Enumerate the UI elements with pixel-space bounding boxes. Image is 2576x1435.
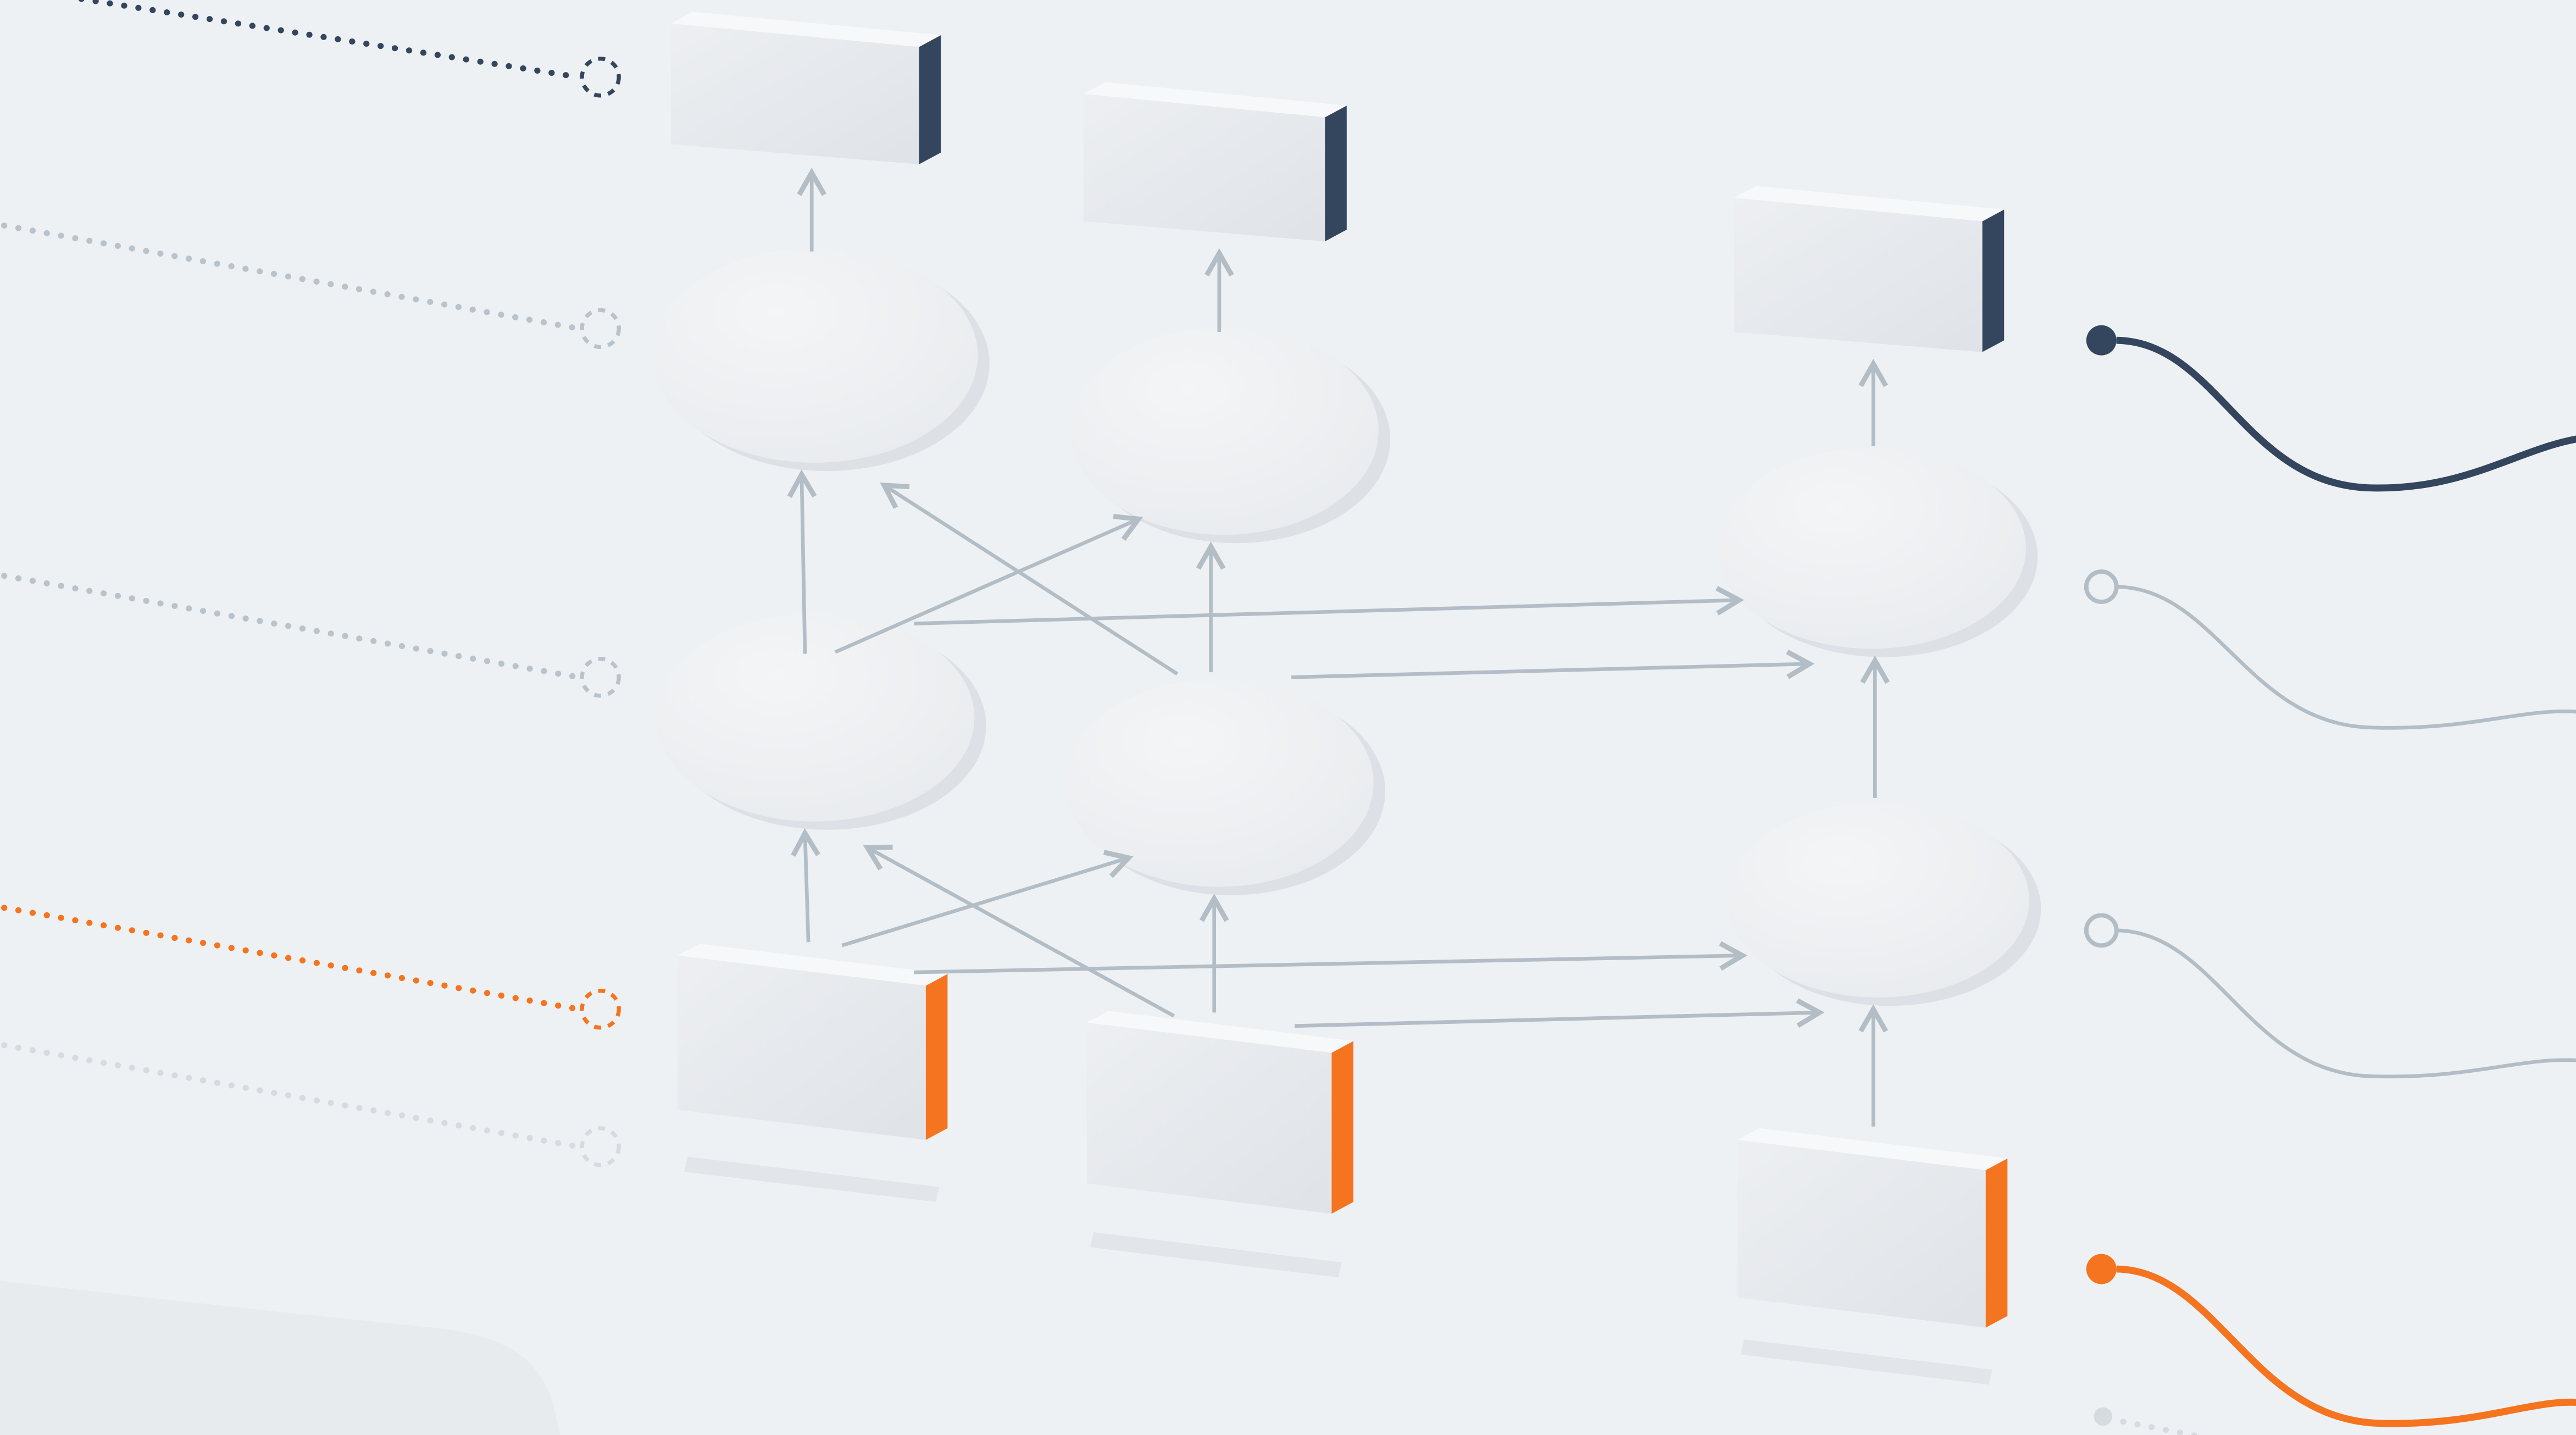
output-terminal-small-dot bbox=[2094, 1407, 2113, 1426]
connection-arrows bbox=[787, 168, 1890, 1127]
panel-underline bbox=[1090, 1232, 1342, 1278]
node-face bbox=[1070, 326, 1379, 535]
input-terminal-dashed-circle-gray-1 bbox=[580, 308, 621, 350]
output-curve-navy bbox=[2116, 336, 2576, 492]
hidden-node-upper-middle bbox=[1070, 326, 1391, 544]
output-panel-right bbox=[1734, 186, 2005, 352]
panel-front-face bbox=[1737, 1140, 1986, 1328]
input-panel-left bbox=[678, 944, 948, 1203]
panel-side-face bbox=[1982, 209, 2005, 352]
panel-side-face bbox=[1331, 1041, 1354, 1214]
node-face bbox=[656, 613, 975, 822]
panel-front-face bbox=[678, 955, 926, 1140]
hidden-node-lower-left bbox=[656, 613, 986, 830]
panel-front-face bbox=[1083, 93, 1325, 242]
panel-underline bbox=[684, 1156, 940, 1203]
arrow-lower-to-upper bbox=[787, 469, 817, 654]
arrow-panel-to-lower bbox=[863, 844, 1175, 1018]
input-dotted-line-light bbox=[0, 1041, 582, 1150]
hidden-node-lower-right bbox=[1727, 803, 2041, 1006]
panel-side-face bbox=[925, 974, 948, 1140]
input-panel-right bbox=[1737, 1128, 2008, 1385]
panel-side-face bbox=[1325, 106, 1347, 242]
panel-side-face bbox=[919, 35, 941, 164]
panel-top-face bbox=[678, 944, 948, 986]
arrow-panel-to-lower bbox=[791, 828, 820, 943]
output-terminal-ring-2 bbox=[2084, 913, 2119, 948]
panel-front-face bbox=[1734, 197, 1983, 352]
arrow-lower-to-upper bbox=[880, 483, 1179, 676]
arrow-lower-to-upper bbox=[834, 514, 1143, 654]
panel-top-face bbox=[1086, 1011, 1354, 1053]
input-terminal-dashed-circle-orange bbox=[580, 989, 621, 1030]
input-connectors bbox=[0, 0, 621, 1167]
panel-top-face bbox=[1737, 1128, 2008, 1171]
output-panel-left bbox=[670, 12, 941, 164]
input-terminal-dashed-circle-navy bbox=[580, 57, 621, 98]
node-face bbox=[1717, 447, 2026, 649]
arrow-panel-to-lower bbox=[1295, 998, 1825, 1028]
node-face bbox=[652, 248, 978, 463]
input-terminal-dashed-circle-light bbox=[580, 1126, 621, 1167]
hidden-node-upper-right bbox=[1717, 447, 2038, 657]
output-panel-middle bbox=[1083, 82, 1347, 242]
arrow-lower-to-upper bbox=[914, 586, 1745, 626]
output-terminal-orange-dot bbox=[2086, 1254, 2117, 1284]
input-dotted-line-orange bbox=[0, 904, 582, 1012]
panel-front-face bbox=[1086, 1022, 1332, 1214]
input-dotted-line-gray-1 bbox=[0, 221, 582, 332]
output-connectors bbox=[2084, 325, 2576, 1435]
background-corner-shade bbox=[0, 1281, 560, 1435]
panel-top-face bbox=[1083, 82, 1347, 118]
arrow-panel-to-lower bbox=[914, 941, 1748, 974]
hidden-node-lower-middle bbox=[1065, 679, 1386, 895]
output-curve-gray-2 bbox=[2116, 928, 2576, 1079]
output-terminal-navy-dot bbox=[2086, 325, 2117, 356]
node-face bbox=[1065, 679, 1374, 887]
input-dotted-line-gray-2 bbox=[0, 572, 582, 680]
panel-top-face bbox=[1734, 186, 2005, 221]
arrow-panel-to-lower bbox=[841, 850, 1134, 948]
panel-side-face bbox=[1985, 1158, 2008, 1328]
input-dotted-line-navy bbox=[69, 0, 582, 80]
hidden-node-upper-left bbox=[652, 248, 990, 472]
panel-underline bbox=[1741, 1339, 1992, 1385]
output-curve-orange bbox=[2116, 1265, 2576, 1427]
output-terminal-ring-1 bbox=[2084, 569, 2119, 604]
panel-front-face bbox=[670, 23, 919, 164]
input-terminal-dashed-circle-gray-2 bbox=[580, 657, 621, 698]
output-curve-gray-1 bbox=[2116, 585, 2576, 730]
arrow-lower-to-upper bbox=[1291, 650, 1815, 679]
node-face bbox=[1727, 803, 2030, 998]
input-panel-middle bbox=[1086, 1011, 1354, 1278]
panel-top-face bbox=[670, 12, 941, 47]
